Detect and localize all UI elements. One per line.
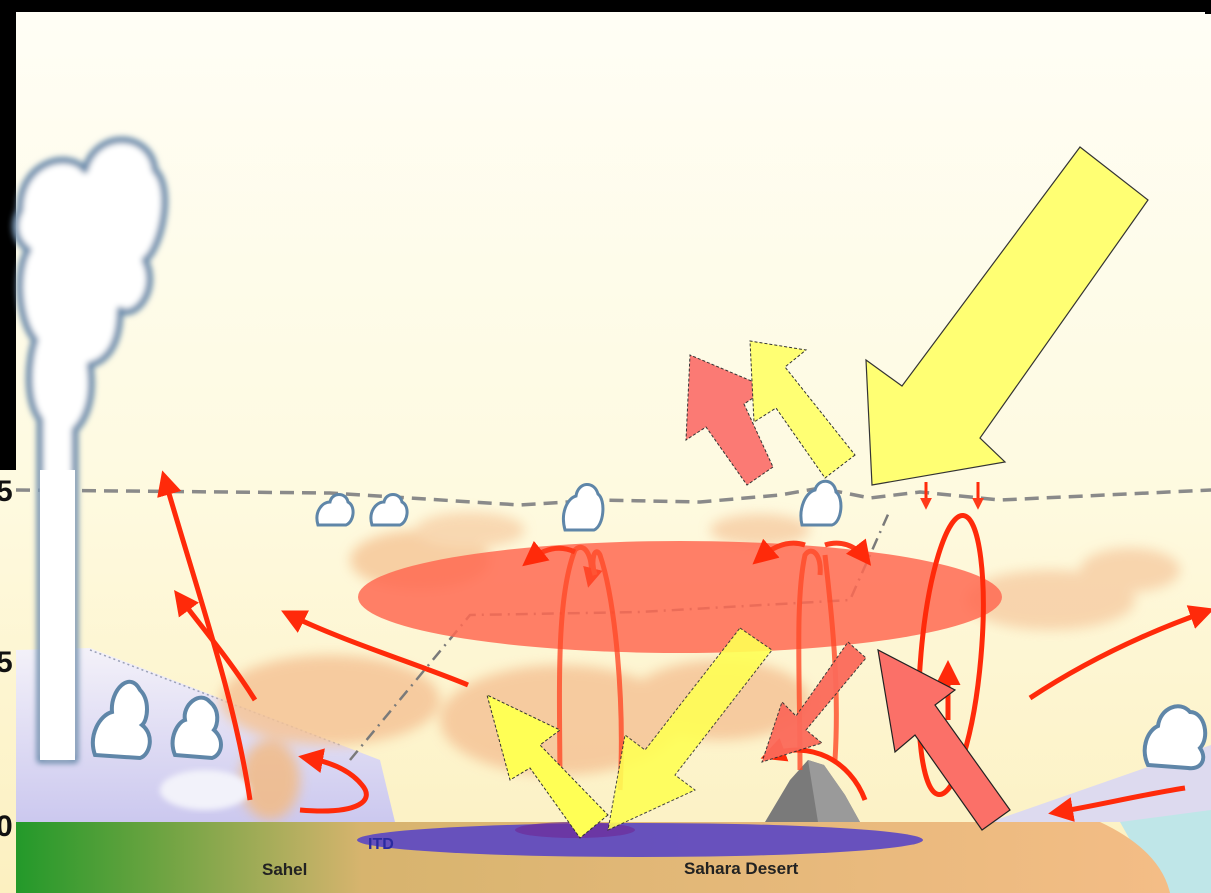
sahel-label: Sahel [262, 860, 307, 879]
dust-plume [415, 512, 525, 548]
axis-tick-label: 5 [0, 646, 13, 679]
sahara-desert-label: Sahara Desert [684, 859, 799, 878]
top-border [0, 0, 1211, 12]
itd-label: ITD [368, 836, 394, 853]
heat-low-surface-ellipse [357, 823, 923, 857]
axis-tick-label: 0 [0, 810, 13, 843]
axis-tick-label: 5 [0, 475, 13, 508]
cumulus-cloud-icon [160, 770, 250, 810]
heat-low-ellipse [358, 541, 1002, 653]
right-edge-band [1205, 0, 1211, 14]
dust-plume [1080, 548, 1180, 592]
